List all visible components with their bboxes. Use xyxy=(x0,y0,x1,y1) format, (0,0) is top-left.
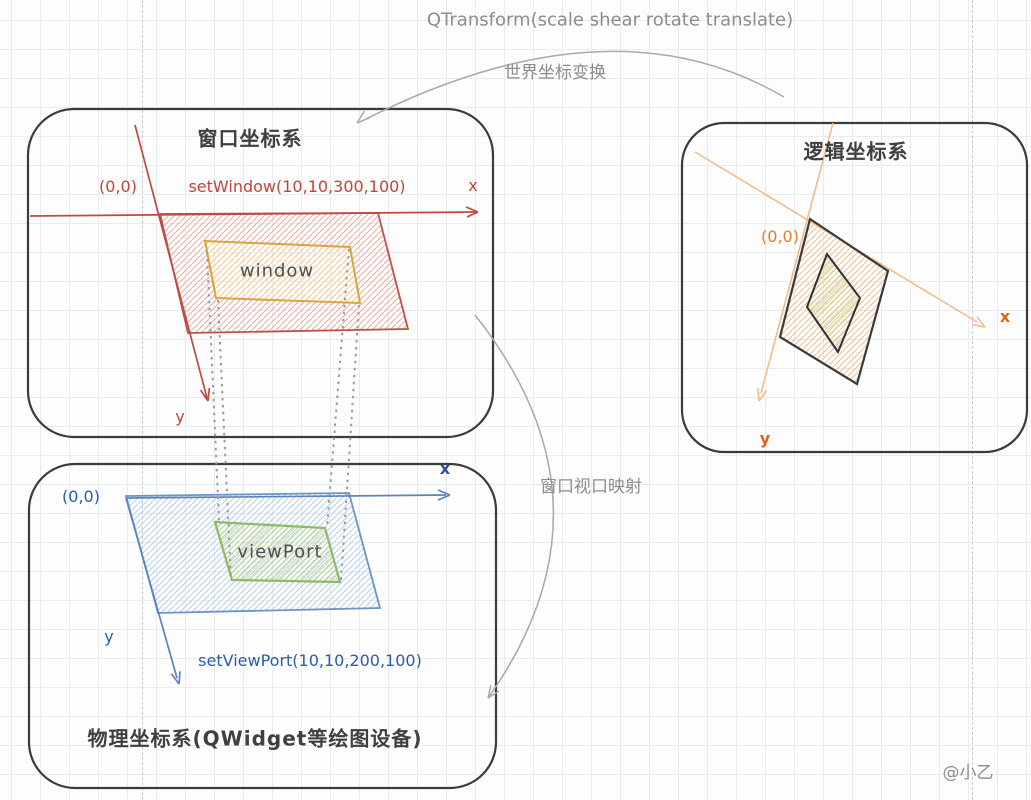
logical-y-axis-label: y xyxy=(759,428,771,448)
dashed-guide-line-left xyxy=(142,0,143,800)
window-x-axis xyxy=(29,206,479,218)
physical-box-outline xyxy=(27,462,498,790)
dashed-guide-line-right xyxy=(972,0,973,800)
logical-x-axis-label: x xyxy=(999,306,1011,326)
window-shape-label: window xyxy=(239,260,315,282)
window-y-axis xyxy=(134,124,211,402)
physical-box-title: 物理坐标系(QWidget等绘图设备) xyxy=(87,726,423,751)
logical-box-title: 逻辑坐标系 xyxy=(803,139,909,164)
set-window-call: setWindow(10,10,300,100) xyxy=(188,176,406,196)
logical-y-axis xyxy=(757,122,834,402)
physical-y-axis-label: y xyxy=(104,626,114,646)
physical-y-axis xyxy=(125,497,181,685)
logical-inner-parallelogram xyxy=(805,251,862,355)
logical-box-outline xyxy=(680,121,1029,454)
window-box-title: 窗口坐标系 xyxy=(197,126,303,151)
world-transform-label: 世界坐标变换 xyxy=(504,63,606,84)
watermark: @小乙 xyxy=(942,763,994,784)
physical-x-axis xyxy=(125,489,451,501)
window-viewport-dotted-connectors xyxy=(206,248,360,582)
window-origin-label: (0,0) xyxy=(99,176,137,196)
logical-origin-label: (0,0) xyxy=(761,226,799,246)
physical-green-parallelogram xyxy=(213,520,342,584)
physical-x-axis-label: x xyxy=(439,458,451,478)
viewport-mapping-label: 窗口视口映射 xyxy=(540,477,642,498)
qtransform-title: QTransform(scale shear rotate translate) xyxy=(426,9,794,31)
window-y-axis-label: y xyxy=(175,406,185,426)
viewport-mapping-arrow xyxy=(474,314,554,699)
window-x-axis-label: x xyxy=(468,175,478,195)
set-viewport-call: setViewPort(10,10,200,100) xyxy=(198,650,422,670)
viewport-shape-label: viewPort xyxy=(237,541,323,563)
world-transform-arrow xyxy=(356,50,785,124)
window-yellow-parallelogram xyxy=(203,239,362,305)
window-box-outline xyxy=(26,107,495,439)
physical-origin-label: (0,0) xyxy=(62,486,100,506)
